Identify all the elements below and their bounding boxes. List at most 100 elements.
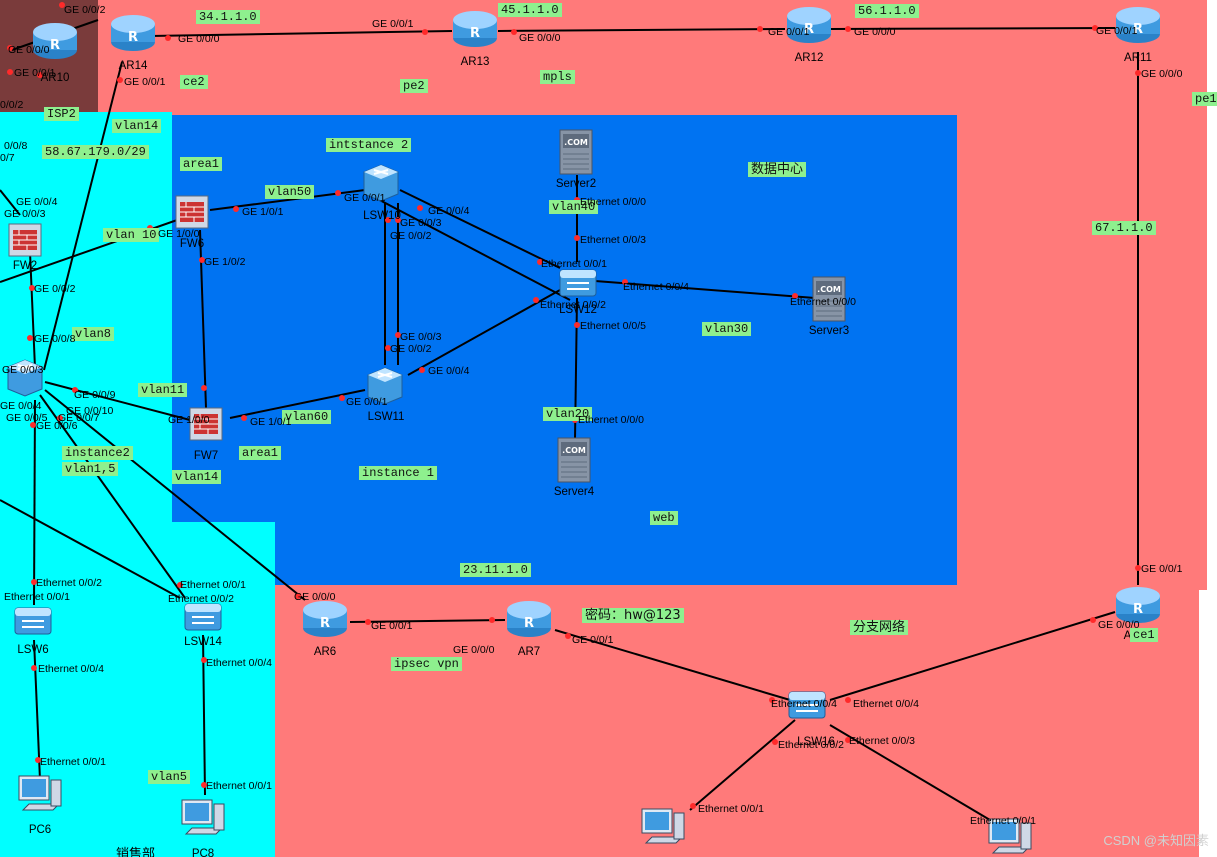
port-label: Ethernet 0/0/1 <box>970 815 1036 827</box>
device-label: LSW14 <box>184 636 222 648</box>
port-label: GE 0/0/4 <box>0 400 42 412</box>
server-server2[interactable]: .COM Server2 <box>556 128 596 190</box>
link-lsw12-server3 <box>594 280 816 299</box>
port-label: GE 0/0/7 <box>58 412 100 424</box>
vlan-tag: vlan1,5 <box>62 462 119 476</box>
role-tag: ce2 <box>180 75 208 89</box>
network-tag: 67.1.1.0 <box>1092 221 1156 235</box>
instance-tag: intstance 2 <box>326 138 412 152</box>
link-core-ar6 <box>44 389 306 601</box>
pc-icon <box>181 799 225 835</box>
vlan-tag: vlan14 <box>112 119 162 133</box>
switch-lsw12[interactable]: LSW12 <box>557 262 599 316</box>
vlan-tag: vlan30 <box>702 322 752 336</box>
link-ar14-core <box>43 61 123 371</box>
svg-text:R: R <box>470 26 480 41</box>
network-tag: 45.1.1.0 <box>498 3 562 17</box>
device-label: AR14 <box>118 60 148 72</box>
port-label: 0/0/8 <box>4 140 28 152</box>
port-label: GE 0/0/2 <box>34 283 76 295</box>
firewall-fw6[interactable]: FW6 <box>172 190 212 250</box>
l3-switch-icon <box>7 359 43 397</box>
switch-lsw11[interactable]: LSW11 <box>364 365 406 423</box>
router-ar12[interactable]: R AR12 <box>784 2 834 64</box>
router-icon: R <box>33 23 77 59</box>
port-label: GE 0/0/1 <box>14 67 56 79</box>
firewall-fw7[interactable]: FW7 <box>186 402 226 462</box>
port-label: Ethernet 0/0/0 <box>790 296 856 308</box>
zone-right <box>957 115 1207 590</box>
router-icon: R <box>1116 7 1160 43</box>
svg-text:R: R <box>128 30 138 45</box>
svg-text:R: R <box>524 616 534 631</box>
port-label: GE 0/0/4 <box>16 196 58 208</box>
router-ar13[interactable]: R AR13 <box>450 6 500 68</box>
svg-text:.COM: .COM <box>564 138 588 147</box>
port-label: GE 0/0/2 <box>390 343 432 355</box>
router-ar11[interactable]: R AR11 <box>1113 2 1163 64</box>
port-label: GE 0/0/0 <box>519 32 561 44</box>
port-label: GE 0/0/2 <box>64 4 106 16</box>
link-core-lsw14 <box>39 394 186 599</box>
port-label: Ethernet 0/0/2 <box>36 577 102 589</box>
server-icon: .COM <box>559 129 593 175</box>
pc-pc6[interactable]: PC6 <box>15 772 65 836</box>
router-ar16[interactable]: R AR16 <box>1113 582 1163 642</box>
svg-text:R: R <box>320 616 330 631</box>
device-label: Server3 <box>808 325 850 337</box>
device-label: AR7 <box>517 646 541 658</box>
switch-icon <box>184 603 222 631</box>
router-icon: R <box>507 601 551 637</box>
port-label: GE 0/0/0 <box>178 33 220 45</box>
port-label: Ethernet 0/0/4 <box>623 281 689 293</box>
device-label: Server4 <box>553 486 595 498</box>
vlan-tag: vlan40 <box>549 200 599 214</box>
switch-lsw10[interactable]: LSW10 <box>360 162 402 222</box>
switch-lsw16[interactable]: LSW16 <box>786 684 835 748</box>
switch-lsw6[interactable]: LSW6 <box>12 600 54 656</box>
link-ar7-lsw16 <box>554 629 791 701</box>
role-tag: ce1 <box>1130 628 1158 642</box>
port-label: GE 0/0/2 <box>390 230 432 242</box>
switch-icon <box>14 607 52 635</box>
server-server3[interactable]: .COM Server3 <box>809 275 849 337</box>
pc-icon <box>988 818 1032 854</box>
port-label: GE 0/0/1 <box>344 192 386 204</box>
switch-lsw14[interactable]: LSW14 <box>182 596 224 648</box>
router-ar6[interactable]: R AR6 <box>300 596 350 658</box>
port-label: Ethernet 0/0/4 <box>38 663 104 675</box>
switch-core[interactable] <box>4 357 46 399</box>
area-tag: area1 <box>239 446 282 460</box>
device-label: AR6 <box>313 646 337 658</box>
vlan-tag: vlan14 <box>172 470 222 484</box>
router-ar14[interactable]: R AR14 <box>108 10 158 72</box>
port-label: GE 0/0/3 <box>400 331 442 343</box>
area-tag: area1 <box>180 157 223 171</box>
pc-branch-left[interactable] <box>638 805 688 853</box>
pc-pc8[interactable]: PC8 <box>178 796 228 857</box>
role-tag: mpls <box>540 70 575 84</box>
port-label: GE 0/0/0 <box>8 44 50 56</box>
firewall-fw2[interactable]: FW2 <box>5 218 45 272</box>
pc-branch-right[interactable] <box>985 815 1035 857</box>
router-icon: R <box>303 601 347 637</box>
port-label: GE 0/0/1 <box>371 620 413 632</box>
vlan-tag: vlan60 <box>282 410 332 424</box>
link-lsw6-pc6 <box>33 639 41 781</box>
router-ar7[interactable]: R AR7 <box>504 596 554 658</box>
router-ar10[interactable]: R AR10 <box>30 18 80 84</box>
port-label: GE 0/0/10 <box>66 405 114 417</box>
server-server4[interactable]: .COM Server4 <box>554 436 594 498</box>
link-ar12-ar11 <box>829 27 1116 30</box>
instance-tag: instance2 <box>62 446 133 460</box>
link-fw2-core <box>29 251 36 369</box>
port-label: Ethernet 0/0/4 <box>853 698 919 710</box>
port-label: GE 0/0/3 <box>4 208 46 220</box>
device-label: AR10 <box>40 72 70 84</box>
zone-label-datacenter: 数据中心 <box>748 162 807 177</box>
pc-icon <box>641 808 685 844</box>
vlan-tag: vlan11 <box>138 383 188 397</box>
link-fw2-fw6 <box>0 211 201 283</box>
zone-label-dept: 销售部 <box>116 846 156 857</box>
